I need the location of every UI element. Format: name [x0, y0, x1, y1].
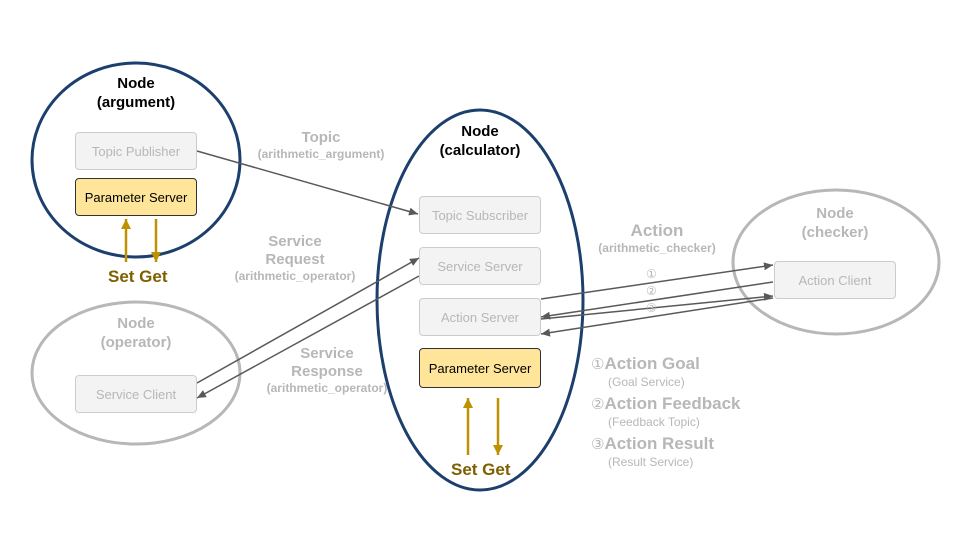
node-calculator-title-line2: (calculator): [439, 142, 521, 159]
action-result-edge: [540, 292, 774, 320]
node-argument-ellipse: [30, 61, 242, 259]
topic-subscriber-box[interactable]: Topic Subscriber: [419, 196, 541, 234]
node-checker-ellipse: [731, 188, 941, 336]
action-sublabel-text: (arithmetic_checker): [598, 241, 716, 255]
setget-argument-label: Set Get: [108, 267, 168, 286]
service-response-edge: [196, 275, 420, 399]
action-label-text: Action: [630, 221, 684, 240]
legend-action-result-sub: (Result Service): [608, 455, 694, 469]
topic-publisher-box[interactable]: Topic Publisher: [75, 132, 197, 170]
node-argument-title-line1: Node: [117, 75, 155, 92]
node-argument-title: Node (argument): [86, 74, 186, 112]
service-response-label: Service Response (arithmetic_operator): [252, 345, 402, 396]
service-response-label-line2: Response: [291, 363, 363, 380]
topic-edge: [196, 150, 419, 216]
service-request-sublabel: (arithmetic_operator): [234, 269, 356, 283]
service-request-label: Service Request (arithmetic_operator): [220, 233, 370, 284]
topic-label-text: Topic: [301, 129, 341, 146]
node-calculator-ellipse: [375, 108, 585, 492]
node-operator-ellipse: [30, 300, 242, 446]
node-operator-title-line1: Node: [117, 315, 155, 332]
node-checker-title-line1: Node: [816, 205, 854, 222]
legend-action-result-title: Action Result: [604, 434, 715, 453]
service-server-box[interactable]: Service Server: [419, 247, 541, 285]
action-client-box[interactable]: Action Client: [774, 261, 896, 299]
legend-action-result: ③Action Result (Result Service): [591, 434, 714, 469]
node-calculator-title-line1: Node: [461, 123, 499, 140]
action-number-3: ③: [646, 301, 657, 315]
legend-action-goal-title: Action Goal: [604, 354, 700, 373]
topic-sublabel-text: (arithmetic_argument): [257, 147, 385, 161]
action-number-2: ②: [646, 284, 657, 298]
node-argument-title-line2: (argument): [96, 94, 176, 111]
service-response-label-line1: Service: [300, 345, 354, 362]
legend-action-result-mark: ③: [591, 436, 605, 453]
action-feedback-edge: [540, 281, 774, 320]
legend-action-feedback-sub: (Feedback Topic): [608, 415, 700, 429]
service-request-label-line2: Request: [265, 251, 325, 268]
service-request-edge: [196, 257, 420, 384]
action-goal-edge: [540, 262, 774, 300]
legend-action-goal-mark: ①: [591, 356, 605, 373]
legend-action-goal: ①Action Goal (Goal Service): [591, 354, 700, 389]
action-server-box[interactable]: Action Server: [419, 298, 541, 336]
node-calculator-title: Node (calculator): [420, 122, 540, 160]
action-number-1: ①: [646, 267, 657, 281]
legend-action-feedback-title: Action Feedback: [604, 394, 741, 413]
node-checker-title: Node (checker): [785, 204, 885, 242]
topic-label: Topic (arithmetic_argument): [246, 129, 396, 162]
node-operator-title: Node (operator): [86, 314, 186, 352]
service-client-box[interactable]: Service Client: [75, 375, 197, 413]
legend-action-goal-sub: (Goal Service): [608, 375, 685, 389]
legend-action-feedback-mark: ②: [591, 396, 605, 413]
action-label: Action (arithmetic_checker): [582, 221, 732, 256]
node-operator-title-line2: (operator): [100, 334, 172, 351]
legend-action-feedback: ②Action Feedback (Feedback Topic): [591, 394, 741, 429]
setget-calculator-label: Set Get: [451, 460, 511, 479]
service-request-label-line1: Service: [268, 233, 322, 250]
action-result-return-edge: [540, 297, 774, 337]
parameter-server-calculator-box[interactable]: Parameter Server: [419, 348, 541, 388]
parameter-server-argument-box[interactable]: Parameter Server: [75, 178, 197, 216]
node-checker-title-line2: (checker): [801, 224, 869, 241]
service-response-sublabel: (arithmetic_operator): [266, 381, 388, 395]
